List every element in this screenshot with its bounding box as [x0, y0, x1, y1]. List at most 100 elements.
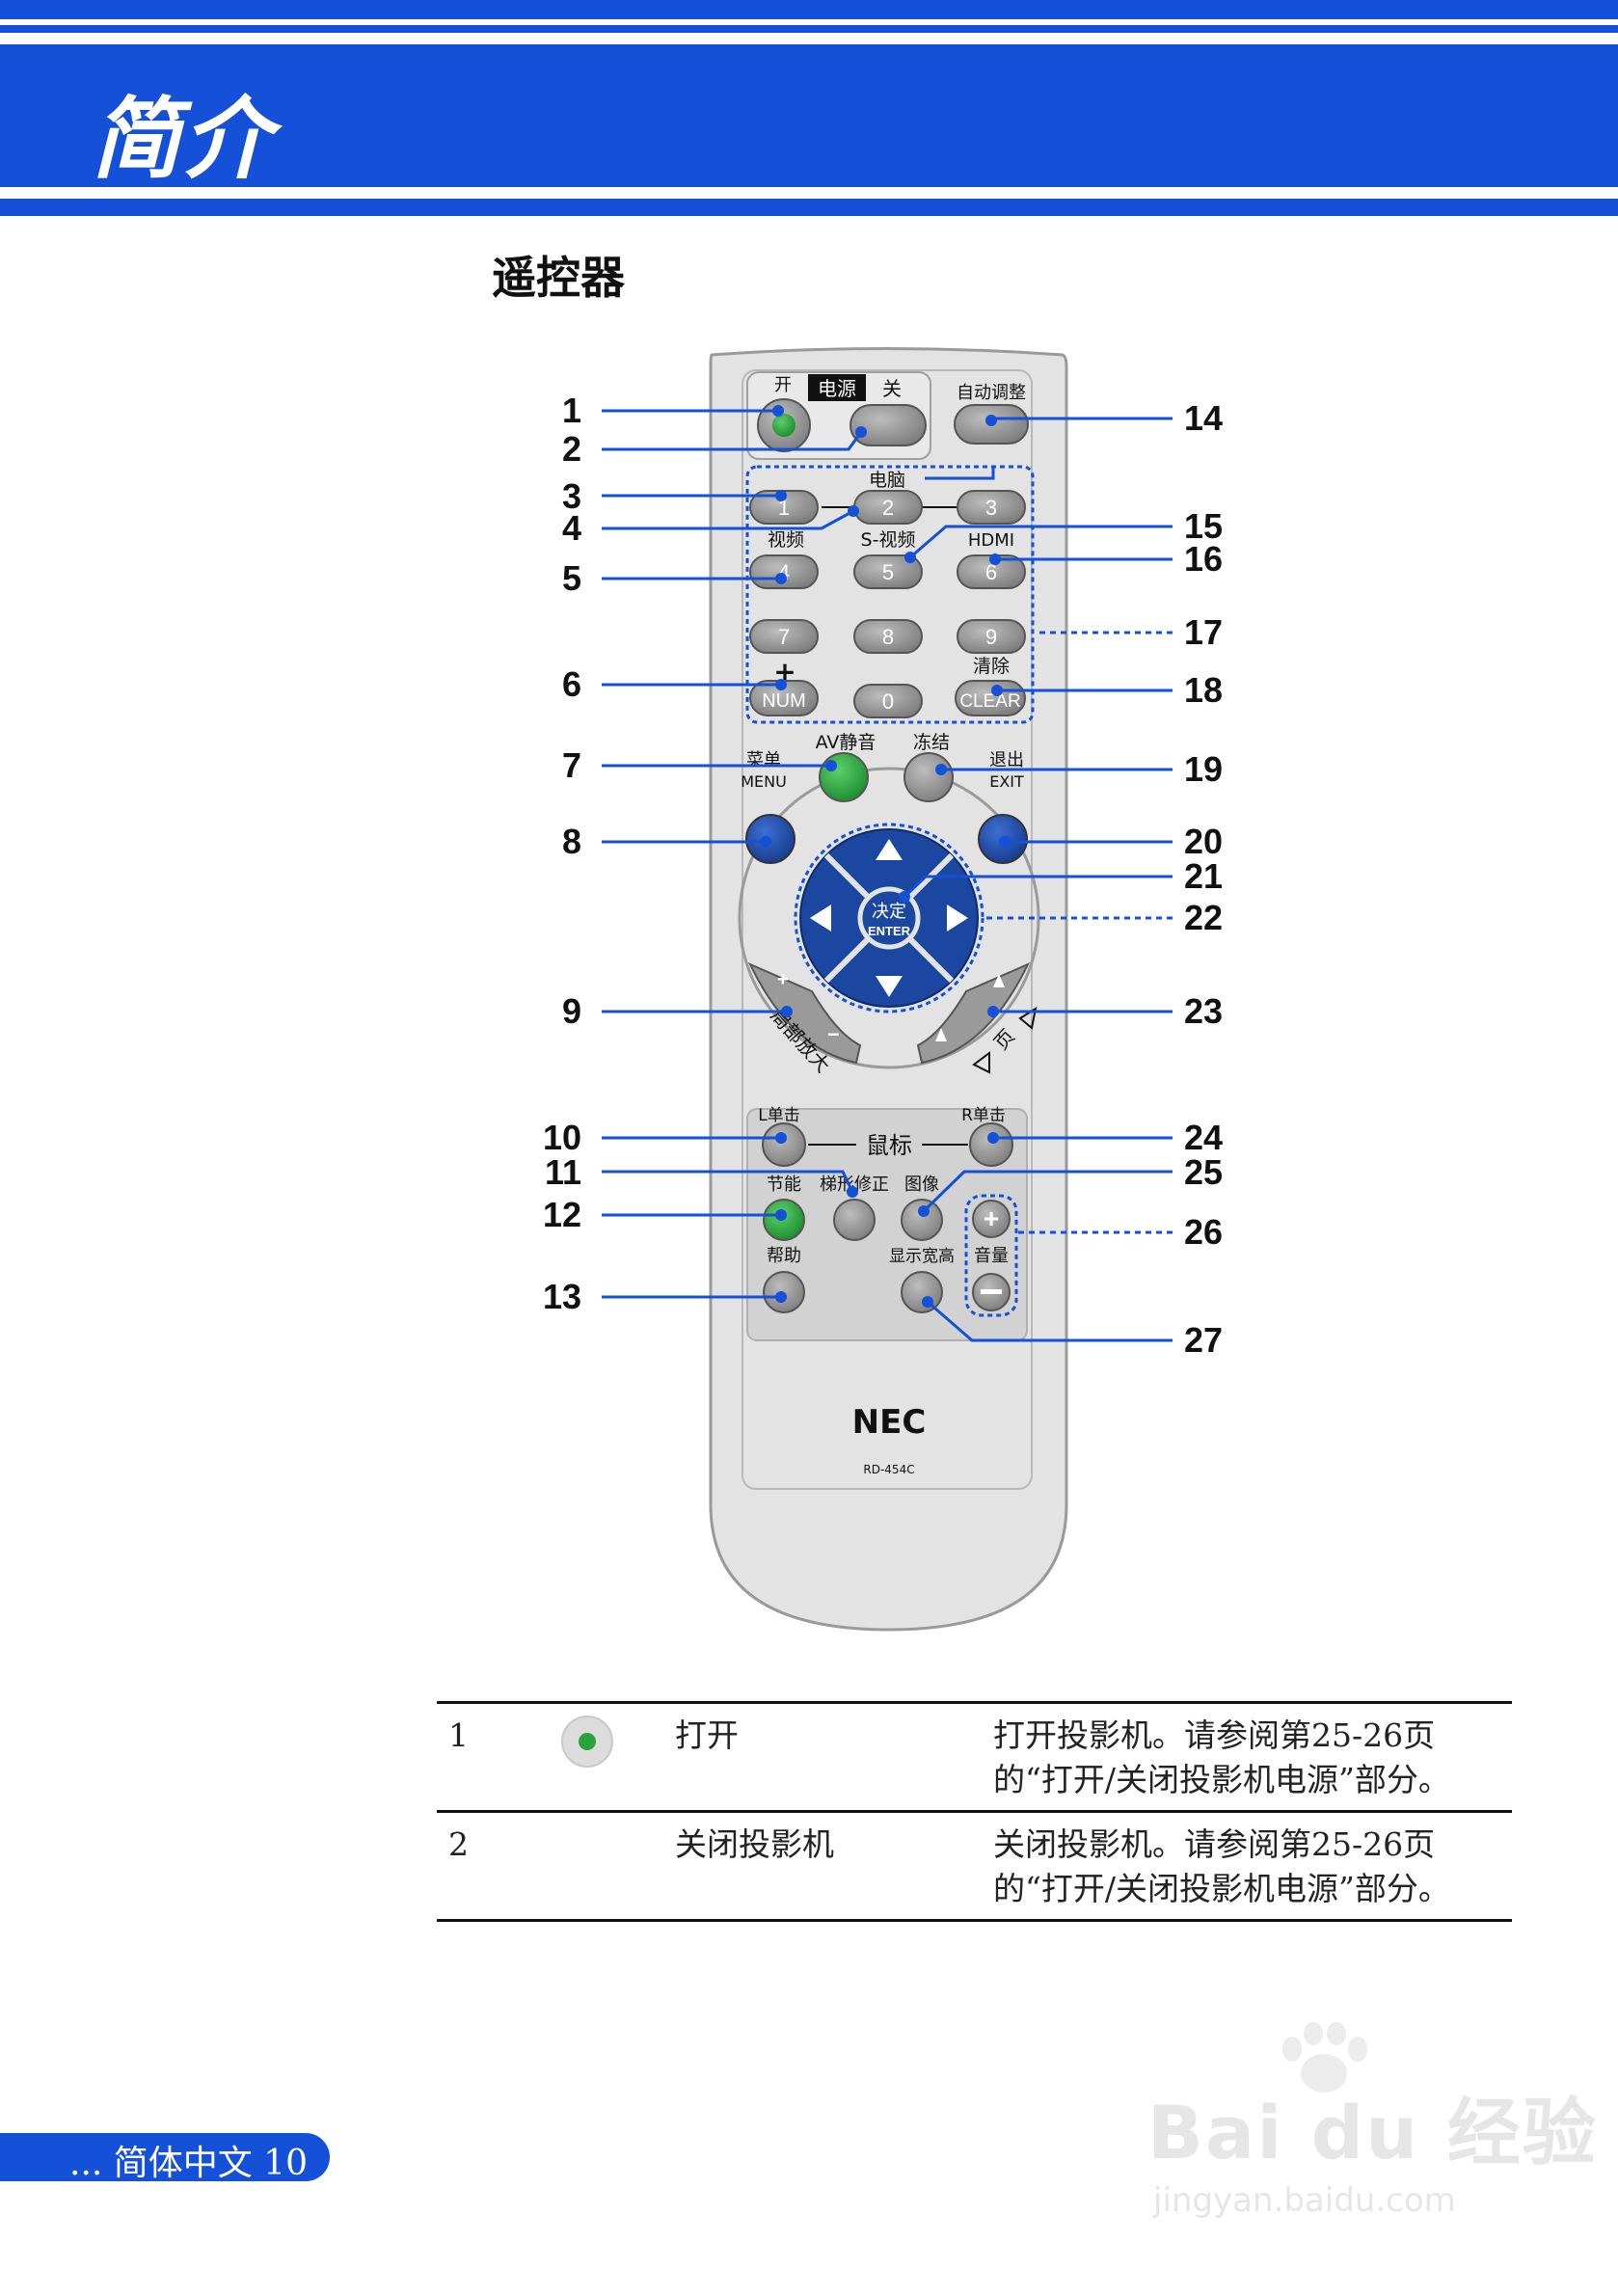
aspect-label: 显示宽高: [889, 1247, 955, 1266]
dpad-group-outline: [794, 823, 984, 1013]
callout-number-6: 6: [562, 664, 581, 704]
button-description-table: 1 打开 打开投影机。请参阅第25-26页的“打开/关闭投影机电源”部分。 2 …: [437, 1701, 1512, 1922]
callout-number-16: 16: [1184, 539, 1223, 579]
row-icon-cell: [548, 1703, 663, 1812]
auto-adjust-label: 自动调整: [957, 383, 1026, 403]
number-key-3[interactable]: [957, 490, 1026, 525]
off-label: 关: [882, 377, 902, 400]
keystone-label: 梯形修正: [820, 1175, 889, 1195]
number-key-9[interactable]: [957, 619, 1026, 654]
zoom-button[interactable]: [747, 962, 862, 1065]
down-arrow-icon[interactable]: [876, 976, 903, 997]
number-key-label: 6: [985, 560, 997, 584]
menu-cn-label: 菜单: [746, 750, 781, 770]
row-number: 1: [448, 1716, 469, 1754]
svg-text:+: +: [777, 969, 789, 990]
video-label: 视频: [768, 529, 804, 551]
callout-number-18: 18: [1184, 670, 1223, 710]
menu-label: MENU: [741, 772, 787, 791]
power-label: 电源: [818, 377, 856, 400]
callout-number-12: 12: [543, 1195, 581, 1234]
right-click-button[interactable]: [969, 1122, 1013, 1167]
on-label: 开: [774, 375, 792, 395]
av-mute-button[interactable]: [819, 752, 869, 802]
row-description: 关闭投影机。请参阅第25-26页的“打开/关闭投影机电源”部分。: [993, 1825, 1450, 1907]
section-heading: 遥控器: [492, 252, 625, 304]
number-key-label: 3: [985, 496, 997, 520]
number-key-0[interactable]: [853, 684, 923, 718]
power-label-box: [808, 374, 866, 401]
picture-button[interactable]: [901, 1199, 943, 1241]
header-banner: [0, 44, 1618, 187]
callout-number-2: 2: [562, 429, 581, 469]
footer-tab: [0, 2133, 330, 2181]
callout-number-5: 5: [562, 558, 581, 598]
callout-number-21: 21: [1184, 856, 1223, 896]
clear-button-label: CLEAR: [959, 691, 1020, 712]
callout-number-3: 3: [562, 476, 581, 516]
number-key-5[interactable]: [853, 554, 923, 589]
function-panel: [746, 1108, 1028, 1341]
enter-button[interactable]: [857, 886, 921, 950]
aspect-button[interactable]: [901, 1271, 943, 1313]
keypad-group-outline: [745, 465, 1035, 724]
number-key-label: 1: [778, 496, 790, 520]
callout-number-7: 7: [562, 745, 581, 785]
callout-number-11: 11: [545, 1152, 581, 1192]
callout-number-22: 22: [1184, 898, 1223, 937]
page-title: 简介: [92, 88, 274, 191]
svg-text:−: −: [827, 1022, 840, 1046]
row-description: 打开投影机。请参阅第25-26页的“打开/关闭投影机电源”部分。: [993, 1716, 1450, 1798]
callout-number-14: 14: [1184, 398, 1223, 438]
baidu-paw-icon: [1282, 2022, 1367, 2093]
keystone-button[interactable]: [833, 1199, 876, 1241]
callout-number-26: 26: [1184, 1212, 1223, 1252]
clear-cn-label: 清除: [973, 656, 1010, 677]
eco-label: 节能: [767, 1175, 801, 1195]
callout-number-8: 8: [562, 822, 581, 861]
exit-cn-label: 退出: [989, 750, 1024, 770]
help-label: 帮助: [767, 1246, 801, 1266]
mouse-label: 鼠标: [866, 1132, 912, 1159]
number-key-7[interactable]: [749, 619, 819, 654]
row-number: 2: [448, 1825, 469, 1863]
header-thin-line: [0, 25, 1618, 33]
number-key-label: 0: [882, 689, 894, 714]
callout-lines: [602, 409, 1173, 1342]
l-click-label: L单击: [758, 1106, 799, 1125]
header-bottom-line: [0, 199, 1618, 216]
left-arrow-icon[interactable]: [810, 905, 831, 932]
enter-cn-label: 决定: [872, 902, 906, 921]
power-off-button[interactable]: [849, 404, 927, 446]
callout-number-17: 17: [1184, 612, 1223, 652]
power-on-led: [772, 414, 796, 437]
volume-up-button[interactable]: [972, 1200, 1011, 1238]
power-on-button-icon: [561, 1715, 613, 1768]
callout-number-24: 24: [1184, 1118, 1223, 1157]
callout-number-19: 19: [1184, 749, 1223, 789]
av-mute-label: AV静音: [816, 732, 876, 753]
number-key-label: 2: [882, 496, 894, 520]
table-row: 1 打开 打开投影机。请参阅第25-26页的“打开/关闭投影机电源”部分。: [437, 1702, 1512, 1812]
number-key-8[interactable]: [853, 619, 923, 654]
right-arrow-icon[interactable]: [947, 905, 968, 932]
left-click-button[interactable]: [762, 1122, 806, 1167]
table-row: 2 关闭投影机 关闭投影机。请参阅第25-26页的“打开/关闭投影机电源”部分。: [437, 1811, 1512, 1921]
remote-inner-panel: [742, 369, 1033, 1490]
model-label: RD-454C: [863, 1463, 914, 1476]
callout-number-27: 27: [1184, 1320, 1223, 1360]
up-arrow-icon[interactable]: [876, 839, 903, 860]
row-name: 关闭投影机: [675, 1825, 834, 1863]
callout-number-4: 4: [562, 508, 581, 548]
number-key-label: 7: [778, 625, 790, 649]
enter-label: ENTER: [868, 924, 911, 938]
freeze-button[interactable]: [903, 752, 954, 802]
callout-number-9: 9: [562, 991, 581, 1031]
exit-label: EXIT: [989, 772, 1024, 791]
callout-number-13: 13: [543, 1277, 581, 1316]
callout-number-1: 1: [562, 391, 581, 430]
